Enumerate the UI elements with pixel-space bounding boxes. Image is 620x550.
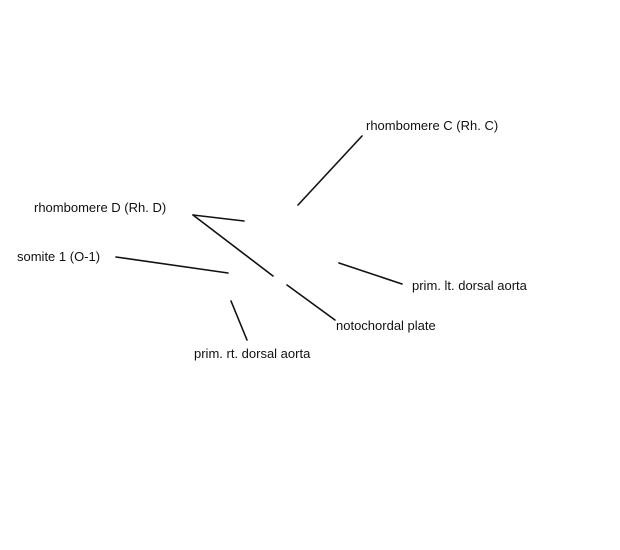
leader-line-prim-lt-dorsal-aorta (338, 262, 403, 285)
leader-line-rhombomere-d (192, 214, 245, 222)
leader-line-somite-1 (115, 256, 229, 274)
leader-line-notochordal-plate-upper (192, 214, 274, 277)
leader-line-notochordal-plate-lower (286, 284, 336, 321)
label-prim-lt-dorsal-aorta: prim. lt. dorsal aorta (412, 278, 527, 293)
label-rhombomere-d: rhombomere D (Rh. D) (34, 200, 167, 215)
label-somite-1: somite 1 (O-1) (17, 249, 101, 264)
leader-line-rhombomere-c (297, 135, 363, 206)
label-rhombomere-c: rhombomere C (Rh. C) (366, 118, 499, 133)
label-prim-rt-dorsal-aorta: prim. rt. dorsal aorta (194, 346, 311, 361)
label-notochordal-plate: notochordal plate (336, 318, 436, 333)
leader-line-prim-rt-dorsal-aorta (230, 300, 248, 341)
